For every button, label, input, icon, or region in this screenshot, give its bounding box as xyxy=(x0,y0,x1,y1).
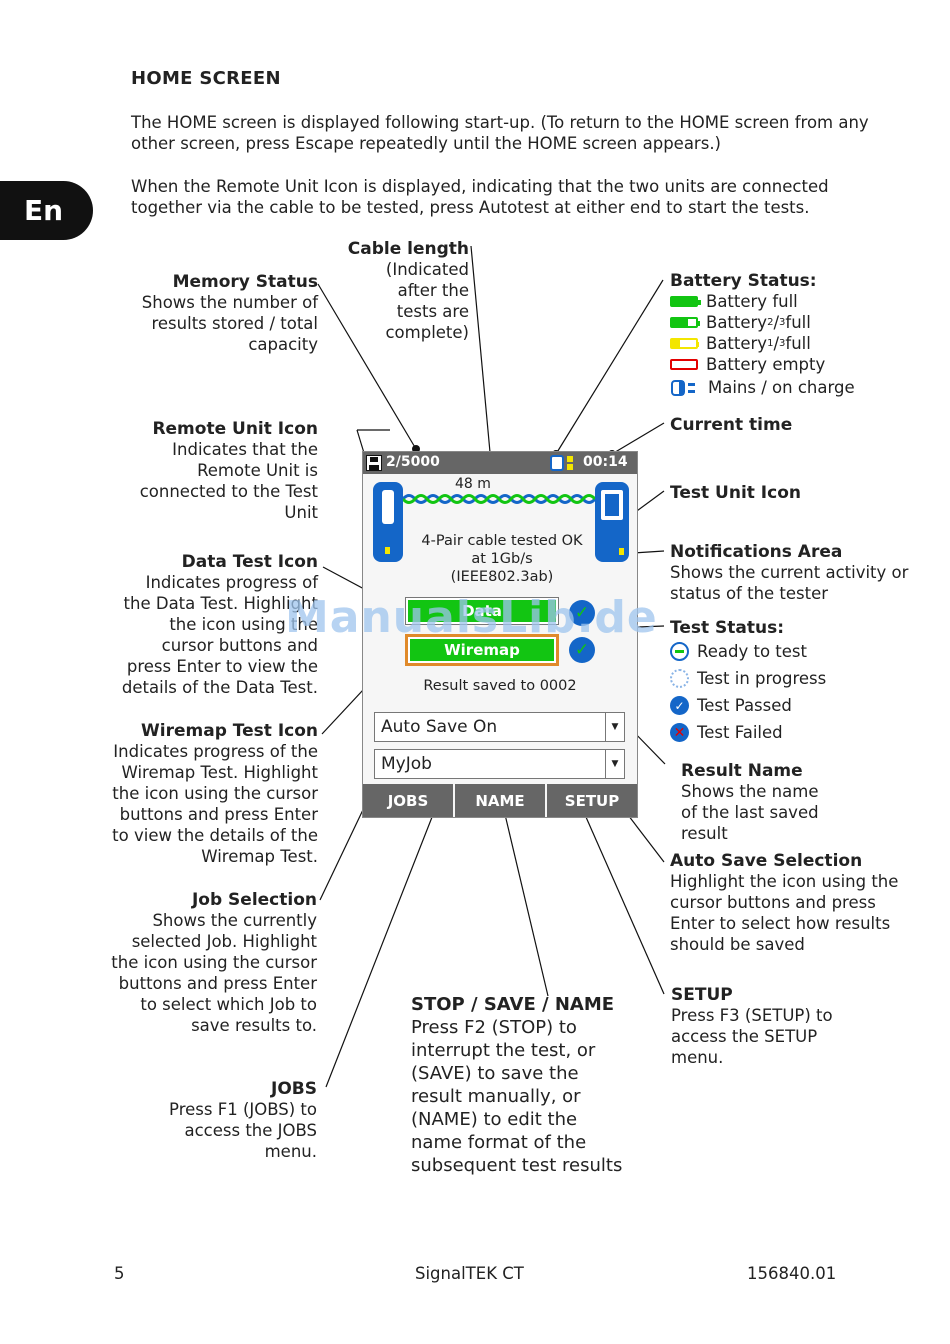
softkey-name[interactable]: NAME xyxy=(455,784,547,817)
callout-test-unit: Test Unit Icon xyxy=(670,483,801,503)
legend-failed: ✕ Test Failed xyxy=(670,719,930,746)
page-heading: HOME SCREEN xyxy=(131,68,281,89)
softkey-setup[interactable]: SETUP xyxy=(564,791,620,810)
wiremap-test-pass-icon: ✓ xyxy=(569,637,595,663)
callout-stop-save-name: STOP / SAVE / NAME Press F2 (STOP) to in… xyxy=(411,994,623,1176)
callout-auto-save: Auto Save Selection Highlight the icon u… xyxy=(670,851,899,954)
wiremap-test-button[interactable]: Wiremap xyxy=(405,634,559,666)
auto-save-dropdown[interactable]: Auto Save On ▼ xyxy=(374,712,625,742)
charge-dot-icon xyxy=(567,456,573,462)
watermark: ManualsLib.de xyxy=(285,592,658,643)
legend-mains: Mains / on charge xyxy=(670,377,940,398)
charge-dot-icon xyxy=(567,464,573,470)
data-test-label: Data xyxy=(408,600,556,622)
battery-empty-icon xyxy=(670,359,701,370)
wiremap-test-label: Wiremap xyxy=(410,639,554,661)
document-number: 156840.01 xyxy=(747,1264,837,1283)
job-selection-dropdown[interactable]: MyJob ▼ xyxy=(374,749,625,779)
intro-paragraph-2: When the Remote Unit Icon is displayed, … xyxy=(131,177,829,217)
ready-icon xyxy=(670,642,689,661)
battery-full-icon xyxy=(670,296,701,307)
status-bar: 2/5000 00:14 xyxy=(363,452,637,474)
legend-battery-full: Battery full xyxy=(670,291,940,312)
legend-passed: ✓ Test Passed xyxy=(670,692,930,719)
test-unit-icon xyxy=(595,482,629,562)
clock: 00:14 xyxy=(583,454,628,470)
job-value: MyJob xyxy=(381,754,432,774)
chevron-down-icon[interactable]: ▼ xyxy=(605,750,624,778)
intro-paragraph-1: The HOME screen is displayed following s… xyxy=(131,113,869,153)
data-test-button[interactable]: Data xyxy=(405,597,559,625)
legend-in-progress: Test in progress xyxy=(670,665,930,692)
battery-two-thirds-icon xyxy=(670,317,701,328)
chevron-down-icon[interactable]: ▼ xyxy=(605,713,624,741)
fail-cross-icon: ✕ xyxy=(670,723,689,742)
data-test-pass-icon: ✓ xyxy=(569,600,595,626)
softkey-bar: JOBS NAME SETUP xyxy=(363,784,637,817)
softkey-jobs[interactable]: JOBS xyxy=(363,784,455,817)
product-name: SignalTEK CT xyxy=(415,1264,524,1283)
mains-plug-icon xyxy=(671,379,695,396)
remote-unit-icon xyxy=(373,482,403,562)
floppy-disk-icon xyxy=(366,455,382,471)
mains-icon xyxy=(550,455,564,471)
callout-battery-status: Battery Status: Battery full Battery 2/3… xyxy=(670,271,940,398)
twisted-cable-icon xyxy=(403,494,595,504)
callout-test-status: Test Status: Ready to test Test in progr… xyxy=(670,618,930,746)
in-progress-icon xyxy=(670,669,689,688)
result-name: Result saved to 0002 xyxy=(423,678,577,694)
legend-battery-one-third: Battery 1/3 full xyxy=(670,333,940,354)
page-number: 5 xyxy=(114,1264,125,1283)
battery-one-third-icon xyxy=(670,338,701,349)
callout-notifications: Notifications Area Shows the current act… xyxy=(670,542,909,603)
callout-current-time: Current time xyxy=(670,415,793,435)
legend-ready: Ready to test xyxy=(670,638,930,665)
pass-check-icon: ✓ xyxy=(670,696,689,715)
cable-length-value: 48 m xyxy=(455,476,491,492)
legend-battery-empty: Battery empty xyxy=(670,354,940,375)
device-home-screen: 2/5000 00:14 48 m 4-Pair cable tested OK… xyxy=(362,451,638,818)
language-tab: En xyxy=(0,181,93,240)
memory-counter: 2/5000 xyxy=(386,454,440,470)
auto-save-value: Auto Save On xyxy=(381,717,498,737)
callout-wiremap-test: Wiremap Test Icon Indicates progress of … xyxy=(112,721,318,866)
legend-battery-two-thirds: Battery 2/3 full xyxy=(670,312,940,333)
